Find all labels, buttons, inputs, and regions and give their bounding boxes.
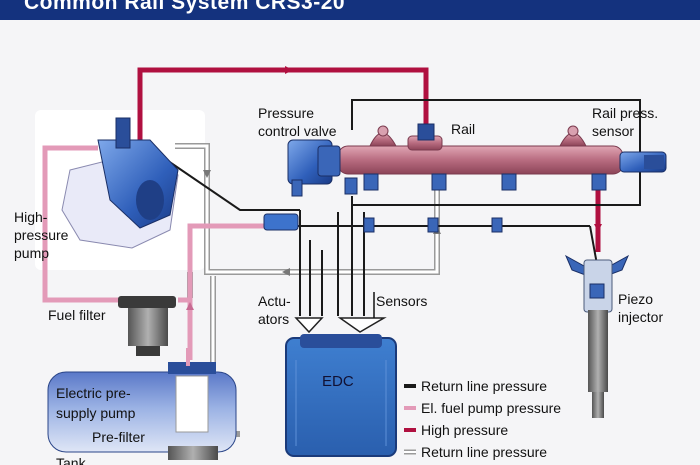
label-edc: EDC xyxy=(322,373,354,390)
legend-label: Return line pressure xyxy=(421,378,547,394)
label-actuators-line2: ators xyxy=(258,311,289,327)
title-bar: Common Rail System CRS3-20 xyxy=(0,0,700,20)
label-rail: Rail xyxy=(451,121,475,137)
label-high-pressure-pump-line3: pump xyxy=(14,245,49,261)
legend-item-pump-pressure: El. fuel pump pressure xyxy=(404,400,561,416)
label-rail-press-sensor-line2: sensor xyxy=(592,123,634,139)
page-title: Common Rail System CRS3-20 xyxy=(24,0,346,14)
label-electric-pump-line1: Electric pre- xyxy=(56,385,131,401)
label-fuel-filter: Fuel filter xyxy=(48,307,106,323)
high-pressure-pump xyxy=(61,117,179,249)
label-sensors: Sensors xyxy=(376,293,427,309)
control-lines xyxy=(151,99,641,316)
pump-pressure-lines xyxy=(42,145,265,360)
label-tank: Tank xyxy=(56,455,87,465)
label-pressure-control-valve-line1: Pressure xyxy=(258,105,314,121)
signal-connectors xyxy=(263,213,503,233)
fuel-tank xyxy=(47,348,237,460)
label-electric-pump-line2: supply pump xyxy=(56,405,136,421)
label-high-pressure-pump-line2: pressure xyxy=(14,227,69,243)
rail-pressure-sensor xyxy=(619,151,667,173)
legend-item-return-dark: Return line pressure xyxy=(404,378,547,394)
label-rail-press-sensor-line1: Rail press. xyxy=(592,105,658,121)
fuel-filter xyxy=(118,296,176,356)
legend-label: El. fuel pump pressure xyxy=(421,400,561,416)
legend-item-return-grey: Return line pressure xyxy=(404,444,547,460)
legend-label: Return line pressure xyxy=(421,444,547,460)
common-rail xyxy=(337,123,624,195)
legend-label: High pressure xyxy=(421,422,508,438)
label-high-pressure-pump-line1: High- xyxy=(14,209,48,225)
label-piezo-injector-line2: injector xyxy=(618,309,663,325)
high-pressure-lines xyxy=(137,66,602,252)
edc-control-unit xyxy=(285,317,397,457)
label-pre-filter: Pre-filter xyxy=(92,429,145,445)
legend: Return line pressure El. fuel pump press… xyxy=(404,378,561,460)
legend-item-high-pressure: High pressure xyxy=(404,422,508,438)
label-pressure-control-valve-line2: control valve xyxy=(258,123,337,139)
label-actuators-line1: Actu- xyxy=(258,293,291,309)
piezo-injector xyxy=(564,254,630,418)
label-piezo-injector-line1: Piezo xyxy=(618,291,653,307)
pressure-control-valve xyxy=(287,139,341,197)
